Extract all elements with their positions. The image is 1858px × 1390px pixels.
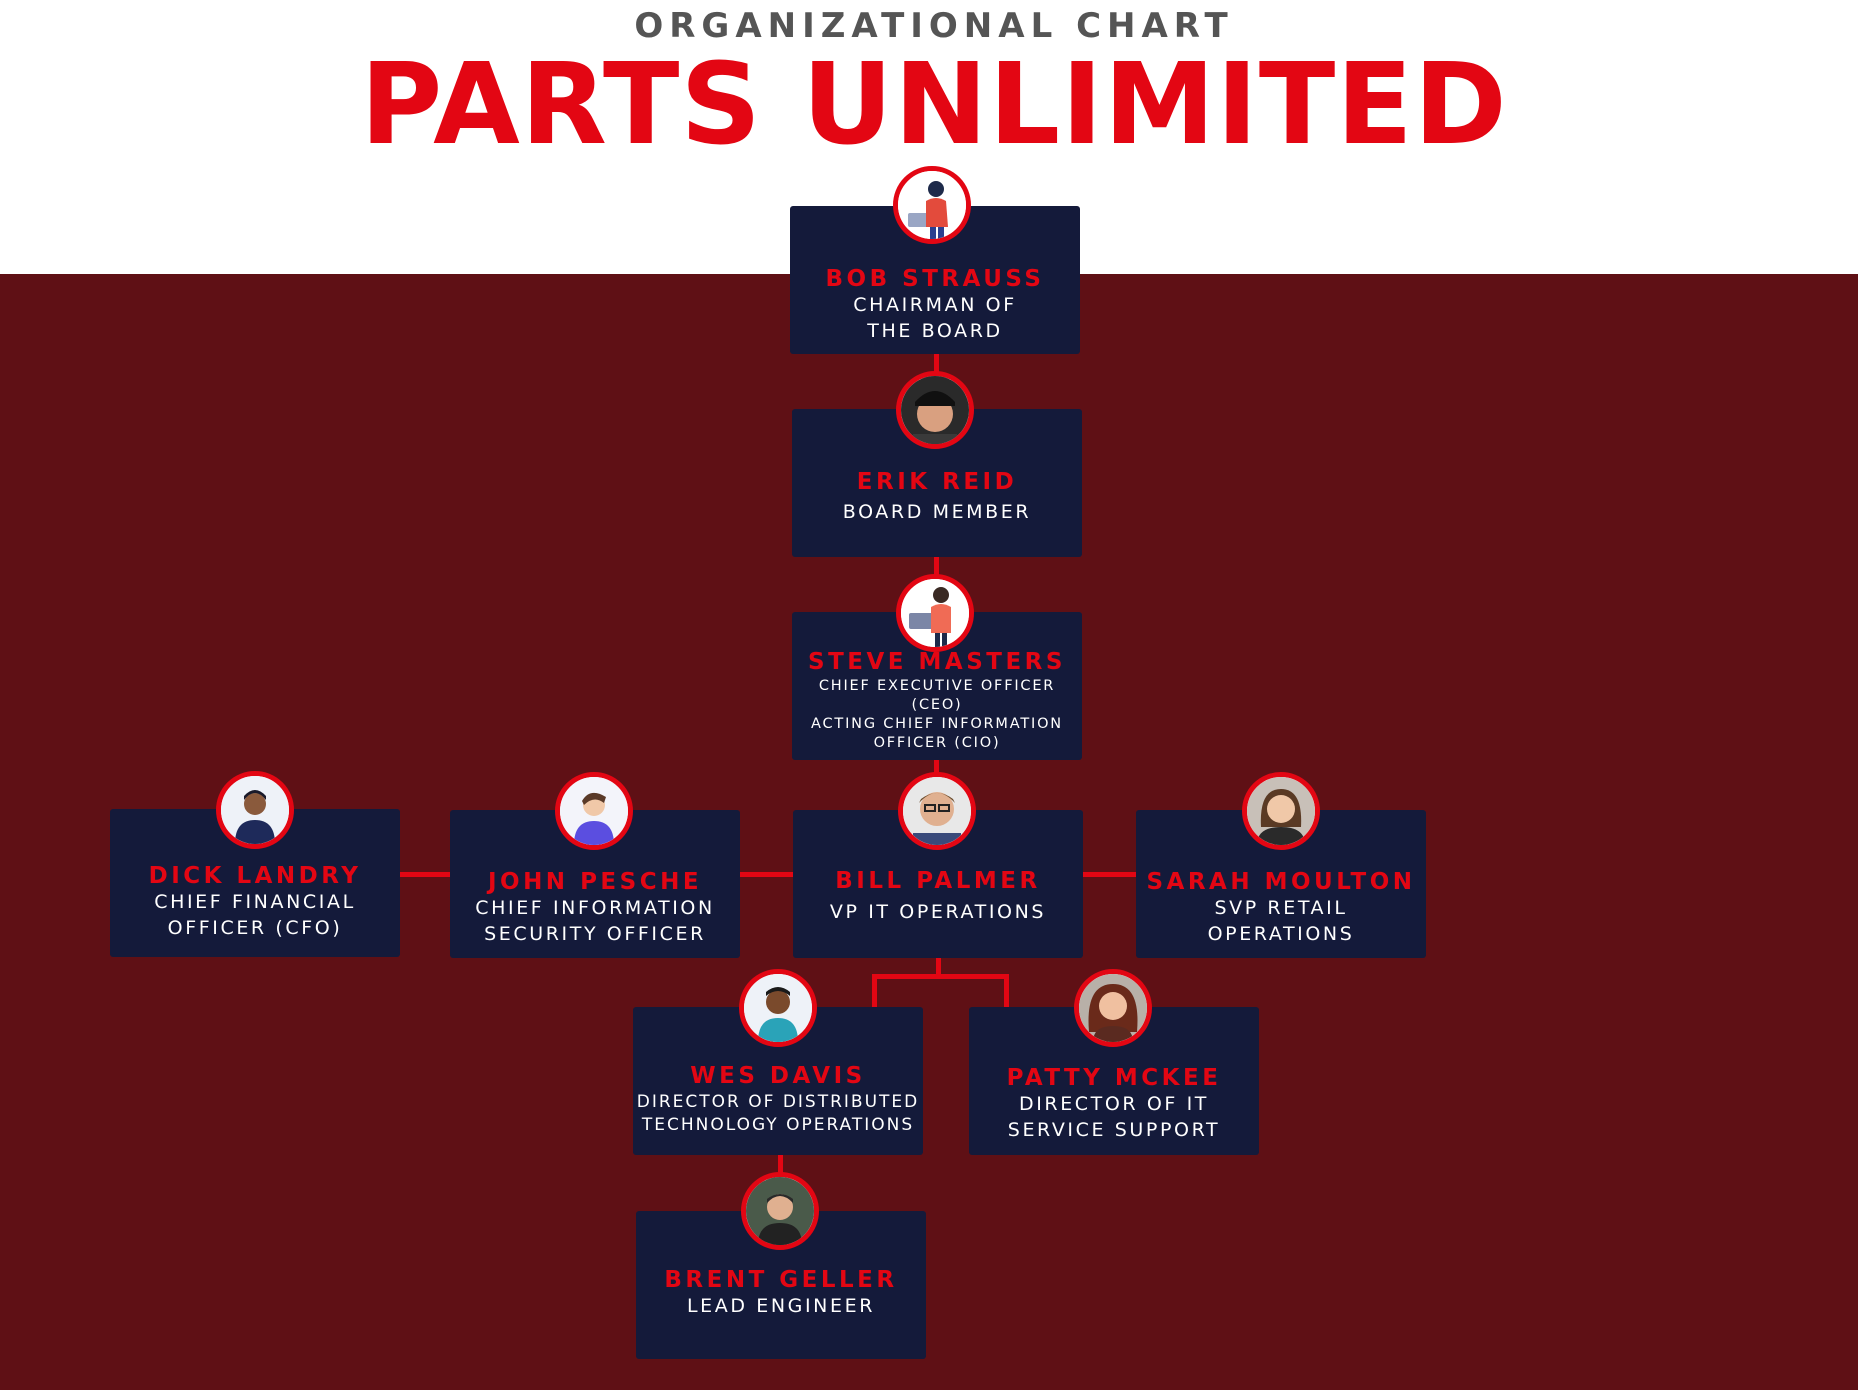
person-name: SARAH MOULTON (1146, 869, 1416, 895)
connector-bill-sarah (1082, 872, 1137, 877)
illustrated-person-icon (560, 777, 628, 845)
person-role: CHIEF EXECUTIVE OFFICER (CEO) ACTING CHI… (811, 678, 1063, 751)
avatar-bob-strauss (893, 166, 971, 244)
person-name: PATTY MCKEE (1006, 1065, 1222, 1091)
photo-person-icon (746, 1177, 814, 1245)
person-name: BOB STRAUSS (825, 266, 1045, 292)
connector-john-bill (739, 872, 793, 877)
connector-branch-patty (1004, 974, 1009, 1008)
person-role: DIRECTOR OF IT SERVICE SUPPORT (1007, 1093, 1221, 1141)
person-name: BRENT GELLER (664, 1267, 898, 1293)
avatar-erik-reid (896, 371, 974, 449)
illustrated-person-icon (744, 974, 812, 1042)
illustrated-person-icon (898, 171, 966, 239)
person-role: DIRECTOR OF DISTRIBUTED TECHNOLOGY OPERA… (636, 1092, 920, 1135)
person-role: BOARD MEMBER (842, 501, 1032, 523)
avatar-dick-landry (216, 771, 294, 849)
photo-person-icon (1247, 777, 1315, 845)
photo-person-icon (903, 777, 971, 845)
connector-bill-branch-stem (936, 957, 941, 979)
illustrated-person-icon (901, 579, 969, 647)
person-role: VP IT OPERATIONS (829, 901, 1047, 923)
connector-bill-branch-bar (872, 974, 1009, 979)
person-name: WES DAVIS (690, 1063, 866, 1089)
person-name: ERIK REID (856, 469, 1018, 495)
avatar-steve-masters (896, 574, 974, 652)
company-title: PARTS UNLIMITED (360, 40, 1508, 170)
person-name: JOHN PESCHE (487, 869, 703, 895)
connector-branch-wes (872, 974, 877, 1008)
chart-subtitle: ORGANIZATIONAL CHART (634, 6, 1234, 46)
person-role: CHIEF INFORMATION SECURITY OFFICER (475, 897, 715, 945)
avatar-wes-davis (739, 969, 817, 1047)
person-name: STEVE MASTERS (808, 649, 1066, 675)
photo-person-icon (901, 376, 969, 444)
person-role: CHIEF FINANCIAL OFFICER (CFO) (154, 891, 356, 939)
card-wes-davis: WES DAVIS DIRECTOR OF DISTRIBUTED TECHNO… (633, 1007, 923, 1155)
avatar-brent-geller (741, 1172, 819, 1250)
illustrated-person-icon (221, 776, 289, 844)
person-name: BILL PALMER (835, 868, 1041, 894)
avatar-john-pesche (555, 772, 633, 850)
avatar-patty-mckee (1074, 969, 1152, 1047)
person-name: DICK LANDRY (148, 863, 362, 889)
avatar-sarah-moulton (1242, 772, 1320, 850)
person-role: SVP RETAIL OPERATIONS (1207, 897, 1355, 945)
connector-dick-john (398, 872, 450, 877)
card-john-pesche: JOHN PESCHE CHIEF INFORMATION SECURITY O… (450, 810, 740, 958)
person-role: CHAIRMAN OF THE BOARD (853, 294, 1017, 342)
photo-person-icon (1079, 974, 1147, 1042)
avatar-bill-palmer (898, 772, 976, 850)
person-role: LEAD ENGINEER (686, 1295, 876, 1317)
